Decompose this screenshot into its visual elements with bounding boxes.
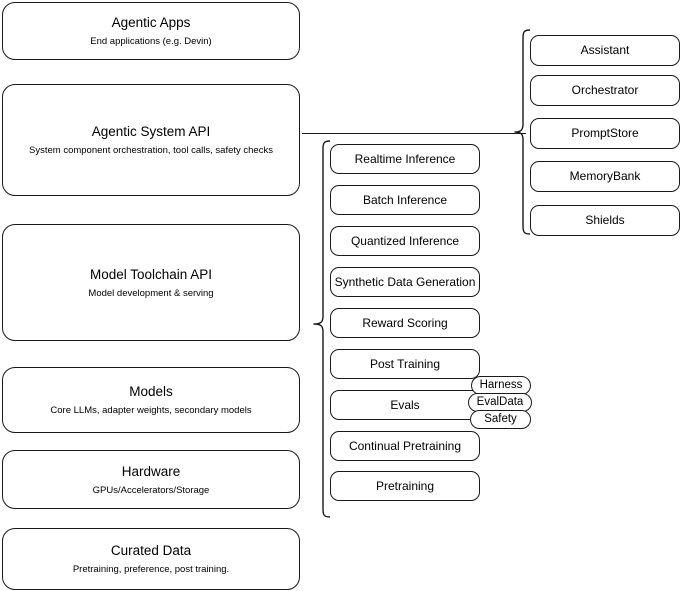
layer-subtitle: End applications (e.g. Devin) [90, 36, 212, 47]
toolchain-item-label: Pretraining [375, 478, 435, 493]
system-item-orchestrator[interactable]: Orchestrator [530, 75, 680, 106]
system-item-label: Orchestrator [571, 83, 639, 97]
evals-badge-safety[interactable]: Safety [470, 410, 531, 429]
layer-title: Model Toolchain API [89, 266, 213, 282]
toolchain-item-quantized-inference[interactable]: Quantized Inference [330, 226, 480, 256]
toolchain-item-evals[interactable]: Evals [330, 390, 480, 420]
system-item-label: PromptStore [571, 126, 639, 140]
toolchain-item-label: Evals [390, 397, 420, 412]
layer-curated-data[interactable]: Curated Data Pretraining, preference, po… [2, 528, 300, 590]
toolchain-item-label: Post Training [369, 356, 441, 371]
evals-badge-evaldata[interactable]: EvalData [468, 393, 532, 412]
system-item-assistant[interactable]: Assistant [530, 35, 680, 66]
layer-subtitle: GPUs/Accelerators/Storage [92, 484, 210, 496]
layer-subtitle: Pretraining, preference, post training. [72, 564, 230, 575]
layer-subtitle: Model development & serving [88, 287, 214, 299]
layer-title: Models [129, 384, 173, 399]
layer-title: Agentic System API [91, 124, 211, 139]
layer-subtitle: System component orchestration, tool cal… [29, 145, 273, 156]
toolchain-item-label: Quantized Inference [350, 233, 460, 248]
bracket-system-components [514, 29, 530, 235]
toolchain-item-label: Batch Inference [362, 192, 448, 207]
layer-title: Curated Data [110, 543, 192, 558]
toolchain-item-pretraining[interactable]: Pretraining [330, 471, 480, 501]
evals-badge-label: Harness [479, 379, 523, 391]
toolchain-item-reward-scoring[interactable]: Reward Scoring [330, 308, 480, 338]
toolchain-item-label: Realtime Inference [354, 151, 456, 166]
toolchain-item-post-training[interactable]: Post Training [330, 349, 480, 379]
layer-hardware[interactable]: Hardware GPUs/Accelerators/Storage [2, 450, 300, 509]
evals-badge-label: EvalData [476, 396, 524, 408]
toolchain-item-synthetic-data-generation[interactable]: Synthetic Data Generation [330, 267, 480, 297]
layer-agentic-apps[interactable]: Agentic Apps End applications (e.g. Devi… [2, 2, 300, 60]
toolchain-item-label: Reward Scoring [362, 315, 448, 330]
connector-system-api-to-components [302, 133, 526, 134]
layer-models[interactable]: Models Core LLMs, adapter weights, secon… [2, 367, 300, 433]
bracket-toolchain-components [313, 140, 330, 518]
toolchain-item-realtime-inference[interactable]: Realtime Inference [330, 144, 480, 174]
evals-badge-label: Safety [484, 413, 517, 425]
layer-subtitle: Core LLMs, adapter weights, secondary mo… [50, 405, 252, 416]
layer-title: Agentic Apps [111, 15, 191, 30]
system-item-label: Assistant [580, 43, 630, 57]
system-item-shields[interactable]: Shields [530, 205, 680, 236]
system-item-promptstore[interactable]: PromptStore [530, 118, 680, 149]
toolchain-item-batch-inference[interactable]: Batch Inference [330, 185, 480, 215]
toolchain-item-continual-pretraining[interactable]: Continual Pretraining [330, 431, 480, 461]
toolchain-item-label: Synthetic Data Generation [334, 274, 476, 289]
system-item-label: Shields [585, 213, 625, 227]
layer-title: Hardware [121, 463, 181, 479]
layer-model-toolchain-api[interactable]: Model Toolchain API Model development & … [2, 224, 300, 341]
system-item-memorybank[interactable]: MemoryBank [530, 161, 680, 192]
system-item-label: MemoryBank [569, 169, 641, 183]
layer-agentic-system-api[interactable]: Agentic System API System component orch… [2, 84, 300, 196]
toolchain-item-label: Continual Pretraining [348, 438, 462, 453]
